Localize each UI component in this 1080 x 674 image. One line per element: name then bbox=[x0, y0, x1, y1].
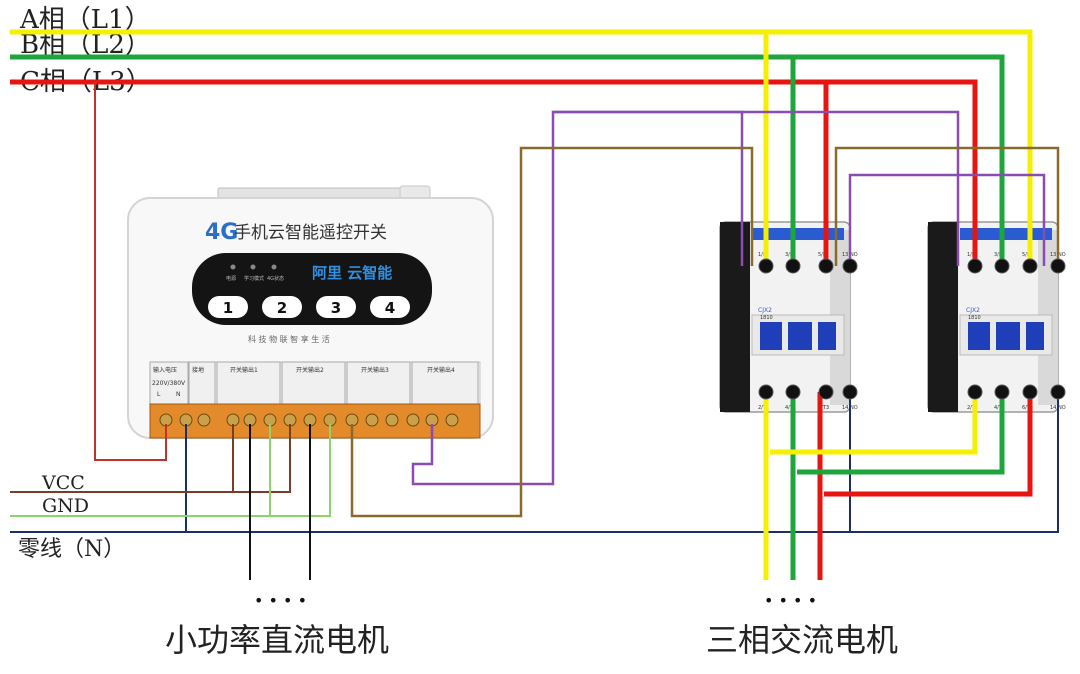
contactor-top-terminal-label: 5/L3 bbox=[818, 252, 829, 258]
terminal-out4-label: 开关输出4 bbox=[427, 366, 455, 374]
contactor-terminal-screw bbox=[785, 384, 801, 400]
wire-control-purple-k2 bbox=[848, 173, 1046, 266]
contactor-terminal-screw bbox=[758, 258, 774, 274]
wire-control-brown bbox=[350, 146, 754, 518]
channel-button-3[interactable]: 3 bbox=[316, 296, 356, 318]
gnd-label: GND bbox=[42, 495, 89, 517]
wire-phase-c-bus bbox=[10, 79, 978, 266]
module-brand: 阿里 云智能 bbox=[312, 264, 392, 282]
wire-vcc bbox=[10, 424, 291, 493]
contactor-1: CJX2 1810 bbox=[719, 221, 851, 413]
ac-motor-dots: • • • • bbox=[764, 591, 817, 610]
wire-k2-out-a bbox=[770, 392, 978, 455]
terminal-out1-label: 开关输出1 bbox=[230, 366, 258, 374]
contactor-terminal-screw bbox=[785, 258, 801, 274]
module-terminal-screw bbox=[406, 413, 420, 427]
contactor-1-brand: CJX2 bbox=[758, 307, 772, 314]
contactor-top-terminal-label: 1/L1 bbox=[967, 252, 978, 258]
svg-text:3: 3 bbox=[331, 299, 341, 317]
ac-motor-caption: 三相交流电机 bbox=[706, 621, 898, 659]
svg-text:4: 4 bbox=[385, 299, 395, 317]
module-terminal-screw bbox=[197, 413, 211, 427]
contactor-terminal-screw bbox=[818, 258, 834, 274]
contactor-terminal-screw bbox=[1050, 258, 1066, 274]
terminal-ground-label: 接地 bbox=[192, 366, 204, 374]
contactor-2-model: 1810 bbox=[968, 315, 981, 321]
vcc-label: VCC bbox=[41, 472, 85, 494]
indicator-learn: 学习模式 bbox=[244, 275, 264, 282]
module-title-4g: 4G bbox=[205, 220, 238, 245]
wire-control-purple bbox=[411, 110, 960, 486]
wire-control-purple-k1 bbox=[553, 110, 744, 266]
contactor-terminal-screw bbox=[842, 384, 858, 400]
contactor-bottom-terminal-label: 6/T3 bbox=[818, 405, 829, 411]
channel-button-4[interactable]: 4 bbox=[370, 296, 410, 318]
contactor-terminal-screw bbox=[1050, 384, 1066, 400]
contactor-terminal-screw bbox=[994, 384, 1010, 400]
terminal-input-label: 输入电压 bbox=[153, 366, 177, 374]
wire-control-brown-k2 bbox=[834, 146, 1060, 266]
wire-k2-out-b bbox=[797, 392, 1005, 475]
terminal-out3-label: 开关输出3 bbox=[361, 366, 389, 374]
remote-switch-module: 4G 手机云智能遥控开关 电源 学习模式 4G状态 阿里 云智能 1 2 3 4… bbox=[127, 185, 494, 439]
contactor-2: CJX2 1810 bbox=[927, 221, 1059, 413]
module-terminal-screw bbox=[365, 413, 379, 427]
wire-gnd bbox=[10, 424, 331, 517]
terminal-n-label: N bbox=[176, 391, 181, 398]
module-slogan: 科 技 物 联 智 享 生 活 bbox=[248, 334, 330, 344]
svg-text:1: 1 bbox=[223, 299, 233, 317]
indicator-power: 电源 bbox=[226, 275, 236, 282]
indicator-4g: 4G状态 bbox=[267, 275, 284, 282]
contactor-top-terminal-label: 3/L2 bbox=[785, 252, 796, 258]
contactor-terminal-screw bbox=[842, 258, 858, 274]
dc-motor-caption: 小功率直流电机 bbox=[165, 621, 389, 659]
contactor-terminal-screw bbox=[1022, 258, 1038, 274]
module-terminal-screw bbox=[385, 413, 399, 427]
terminal-l-label: L bbox=[157, 391, 161, 398]
wire-phase-b-bus bbox=[10, 54, 1005, 266]
contactor-top-terminal-label: 1/L1 bbox=[758, 252, 769, 258]
wire-k2-out-c bbox=[824, 392, 1033, 497]
wire-phase-a-bus bbox=[10, 29, 1033, 266]
contactor-terminal-screw bbox=[967, 258, 983, 274]
contactor-1-model: 1810 bbox=[760, 315, 773, 321]
terminal-out2-label: 开关输出2 bbox=[296, 366, 324, 374]
contactor-terminal-screw bbox=[1022, 384, 1038, 400]
contactor-2-brand: CJX2 bbox=[966, 307, 980, 314]
contactor-terminal-screw bbox=[818, 384, 834, 400]
module-title: 手机云智能遥控开关 bbox=[234, 223, 387, 243]
contactor-terminal-screw bbox=[967, 384, 983, 400]
module-terminal-screw bbox=[445, 413, 459, 427]
contactor-terminal-screw bbox=[994, 258, 1010, 274]
dc-motor-dots: • • • • bbox=[254, 591, 307, 610]
contactor-top-terminal-label: 5/L3 bbox=[1022, 252, 1033, 258]
terminal-input-voltage: 220V/380V bbox=[152, 380, 186, 387]
svg-text:2: 2 bbox=[277, 299, 287, 317]
contactor-top-terminal-label: 3/L2 bbox=[994, 252, 1005, 258]
channel-button-2[interactable]: 2 bbox=[262, 296, 302, 318]
contactor-terminal-screw bbox=[758, 384, 774, 400]
channel-button-1[interactable]: 1 bbox=[208, 296, 248, 318]
wire-neutral bbox=[10, 392, 1059, 533]
neutral-label: 零线（N） bbox=[18, 537, 125, 562]
wire-phase-c-to-module bbox=[94, 82, 167, 461]
